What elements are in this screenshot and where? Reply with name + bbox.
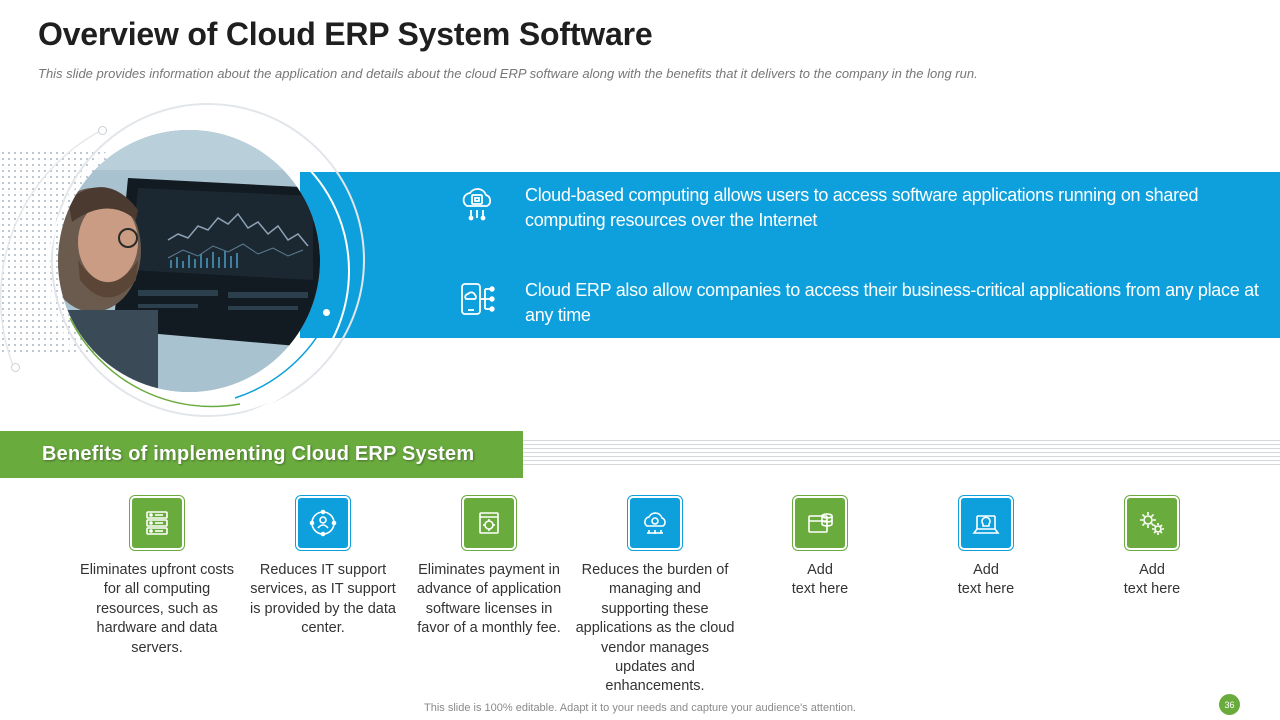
- benefit-item: Eliminates upfront costs for all computi…: [77, 496, 237, 658]
- slide-title: Overview of Cloud ERP System Software: [38, 16, 653, 52]
- info-item-cloud-computing: Cloud-based computing allows users to ac…: [456, 183, 1265, 233]
- lightbulb-laptop-icon: [959, 496, 1013, 550]
- trader-photo: [58, 130, 320, 392]
- page-number: 36: [1219, 694, 1240, 715]
- benefit-text: Reduces IT support services, as IT suppo…: [250, 562, 396, 637]
- benefit-item: Reduces the burden of managing and suppo…: [575, 496, 735, 697]
- gears-icon: [1125, 496, 1179, 550]
- ring-knob: [98, 126, 107, 135]
- benefits-header: Benefits of implementing Cloud ERP Syste…: [0, 431, 523, 478]
- benefit-text: Eliminates upfront costs for all computi…: [80, 562, 234, 656]
- footer-note: This slide is 100% editable. Adapt it to…: [424, 702, 856, 714]
- benefit-text: Eliminates payment in advance of applica…: [416, 562, 562, 637]
- server-icon: [130, 496, 184, 550]
- info-text: Cloud-based computing allows users to ac…: [525, 185, 1199, 230]
- benefit-text: Reduces the burden of managing and suppo…: [575, 562, 735, 695]
- cloud-gear-icon: [628, 496, 682, 550]
- ring-knob: [11, 363, 20, 372]
- chip-icon: [462, 496, 516, 550]
- mobile-cloud-network-icon: [456, 278, 498, 320]
- card-coins-icon: [793, 496, 847, 550]
- cloud-chip-icon: [456, 183, 498, 225]
- benefit-item: Add text here: [1072, 496, 1232, 600]
- benefit-item: Add text here: [906, 496, 1066, 600]
- benefit-item: Eliminates payment in advance of applica…: [409, 496, 569, 639]
- support-network-icon: [296, 496, 350, 550]
- ring-knob: [322, 308, 331, 317]
- benefit-item: Reduces IT support services, as IT suppo…: [243, 496, 403, 639]
- photo-ring: [48, 120, 350, 422]
- benefit-text: Add text here: [1123, 562, 1181, 598]
- divider-stripes: [522, 440, 1280, 468]
- slide-subtitle: This slide provides information about th…: [38, 66, 978, 81]
- benefit-text: Add text here: [957, 562, 1015, 598]
- benefits-heading: Benefits of implementing Cloud ERP Syste…: [42, 443, 475, 465]
- benefit-item: Add text here: [740, 496, 900, 600]
- info-item-cloud-erp-access: Cloud ERP also allow companies to access…: [456, 278, 1265, 328]
- info-text: Cloud ERP also allow companies to access…: [525, 280, 1259, 325]
- benefit-text: Add text here: [791, 562, 849, 598]
